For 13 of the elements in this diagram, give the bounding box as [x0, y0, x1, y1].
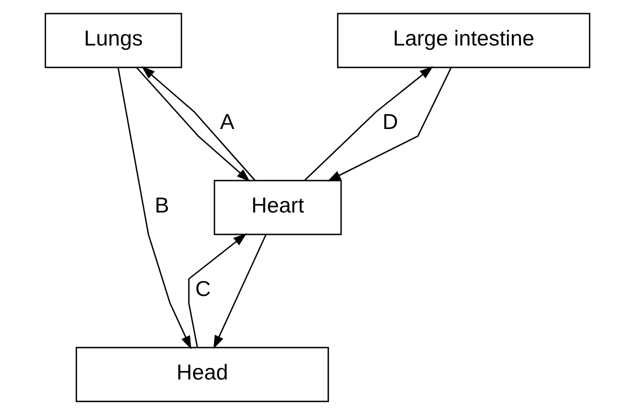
arrow [327, 67, 452, 182]
node-box: Heart [214, 180, 342, 236]
node-box: Head [76, 346, 329, 402]
edge-label: C [195, 276, 211, 302]
node-box: Lungs [44, 12, 182, 68]
node-box: Large intestine [337, 12, 590, 68]
arrow [213, 234, 267, 349]
edge-label: D [382, 109, 398, 134]
arrow [188, 233, 247, 348]
arrow [117, 68, 192, 350]
edge-label: B [154, 192, 170, 218]
edge-label: A [220, 109, 234, 134]
arrow [304, 66, 434, 181]
